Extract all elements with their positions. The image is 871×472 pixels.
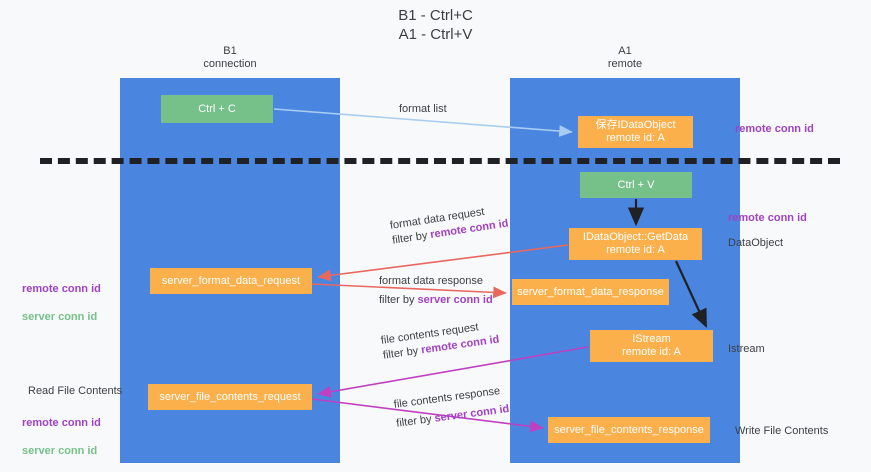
- annotation-right-remote-conn-id-mid: remote conn id: [728, 212, 807, 224]
- annotation-left-conn-ids-bottom: remote conn id server conn id: [22, 402, 101, 472]
- annotation-right-write-file-contents: Write File Contents: [735, 425, 829, 437]
- annotation-right-dataobject: DataObject: [728, 237, 784, 249]
- edge-label-format-data-response: format data response filter by server co…: [379, 274, 493, 308]
- node-ctrl-c[interactable]: Ctrl + C: [161, 95, 273, 123]
- lane-header-a1: A1 remote: [607, 45, 643, 70]
- annotation-left-conn-ids-top: remote conn id server conn id: [22, 268, 101, 338]
- node-server-file-contents-response[interactable]: server_file_contents_response: [548, 417, 710, 443]
- node-server-format-data-response[interactable]: server_format_data_response: [512, 279, 669, 305]
- node-server-format-data-request[interactable]: server_format_data_request: [150, 268, 312, 294]
- annotation-left-read-file-contents: Read File Contents: [28, 385, 123, 397]
- annotation-right-istream: Istream: [728, 343, 765, 355]
- node-idataobject-getdata[interactable]: IDataObject::GetData remote id: A: [569, 228, 702, 260]
- node-istream[interactable]: IStream remote id: A: [590, 330, 713, 362]
- keyword-remote-conn-id: remote conn id: [22, 417, 101, 429]
- keyword-server-conn-id: server conn id: [22, 311, 98, 323]
- edge-label-format-data-request: format data request filter by remote con…: [389, 202, 510, 249]
- annotation-right-remote-conn-id-top: remote conn id: [735, 123, 814, 135]
- edge-label-format-data-response-text: format data response: [379, 275, 483, 287]
- node-server-file-contents-request[interactable]: server_file_contents_request: [148, 384, 312, 410]
- node-ctrl-v[interactable]: Ctrl + V: [580, 172, 692, 198]
- edge-label-format-data-response-filter: filter by server conn id: [379, 294, 493, 306]
- edge-label-file-contents-response: file contents response filter by server …: [393, 383, 510, 432]
- edge-label-file-contents-request: file contents request filter by remote c…: [380, 318, 500, 364]
- node-save-idataobject[interactable]: 保存IDataObject remote id: A: [578, 116, 693, 148]
- edge-label-format-list: format list: [399, 103, 447, 115]
- keyword-remote-conn-id: remote conn id: [22, 283, 101, 295]
- lane-header-b1: B1 connection: [203, 45, 257, 70]
- page-title: B1 - Ctrl+C A1 - Ctrl+V: [398, 7, 473, 43]
- keyword-server-conn-id: server conn id: [22, 445, 98, 457]
- keyword-server-conn-id: server conn id: [417, 294, 493, 306]
- phase-separator-dashed-line: [40, 158, 840, 164]
